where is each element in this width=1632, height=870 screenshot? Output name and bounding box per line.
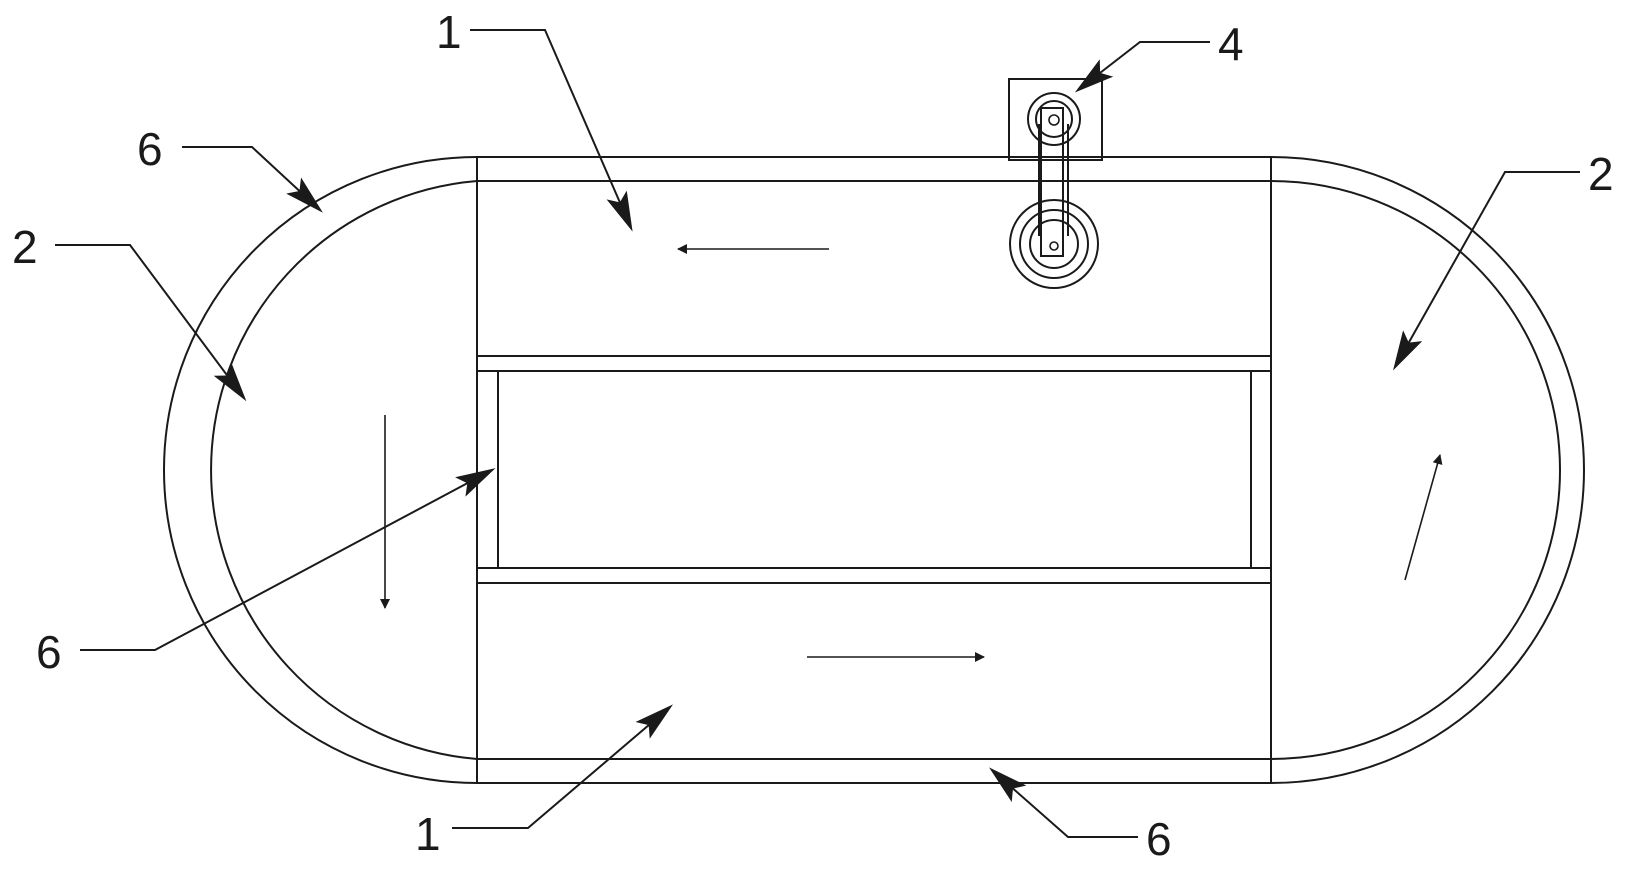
callout-1-bottom: 1 [415, 808, 441, 860]
leader-1-bottom [452, 704, 674, 829]
lower-pulley-outer [1009, 199, 1099, 289]
upper-axle [1048, 114, 1060, 126]
upper-pulley-outer [1027, 92, 1081, 146]
leader-1-top [470, 29, 633, 232]
outer-wall-inner-edge [210, 180, 1561, 760]
outer-wall-outer-edge [163, 156, 1585, 784]
callout-1-top: 1 [436, 6, 462, 58]
leader-6-bottom [988, 767, 1138, 838]
leader-6-inner [80, 468, 496, 651]
callout-6-top-left: 6 [137, 123, 163, 175]
flow-arrow-right [1404, 454, 1443, 581]
pulley-assembly [1008, 78, 1103, 289]
callout-6-bottom: 6 [1146, 813, 1172, 865]
shaft-bracket-upper [1040, 107, 1064, 257]
callout-6-inner: 6 [36, 626, 62, 678]
leader-2-right [1393, 171, 1580, 371]
leader-6-top-left [182, 146, 323, 213]
callout-2-right: 2 [1588, 148, 1614, 200]
lower-pulley-middle [1019, 209, 1089, 279]
callout-4: 4 [1218, 18, 1244, 70]
callout-2-left: 2 [12, 221, 38, 273]
lower-axle [1049, 241, 1059, 251]
upper-pulley-inner [1035, 100, 1073, 138]
leader-4 [1074, 41, 1210, 93]
motor-housing [1008, 78, 1103, 161]
lower-pulley-inner [1029, 219, 1079, 269]
leader-2-left [55, 244, 247, 402]
